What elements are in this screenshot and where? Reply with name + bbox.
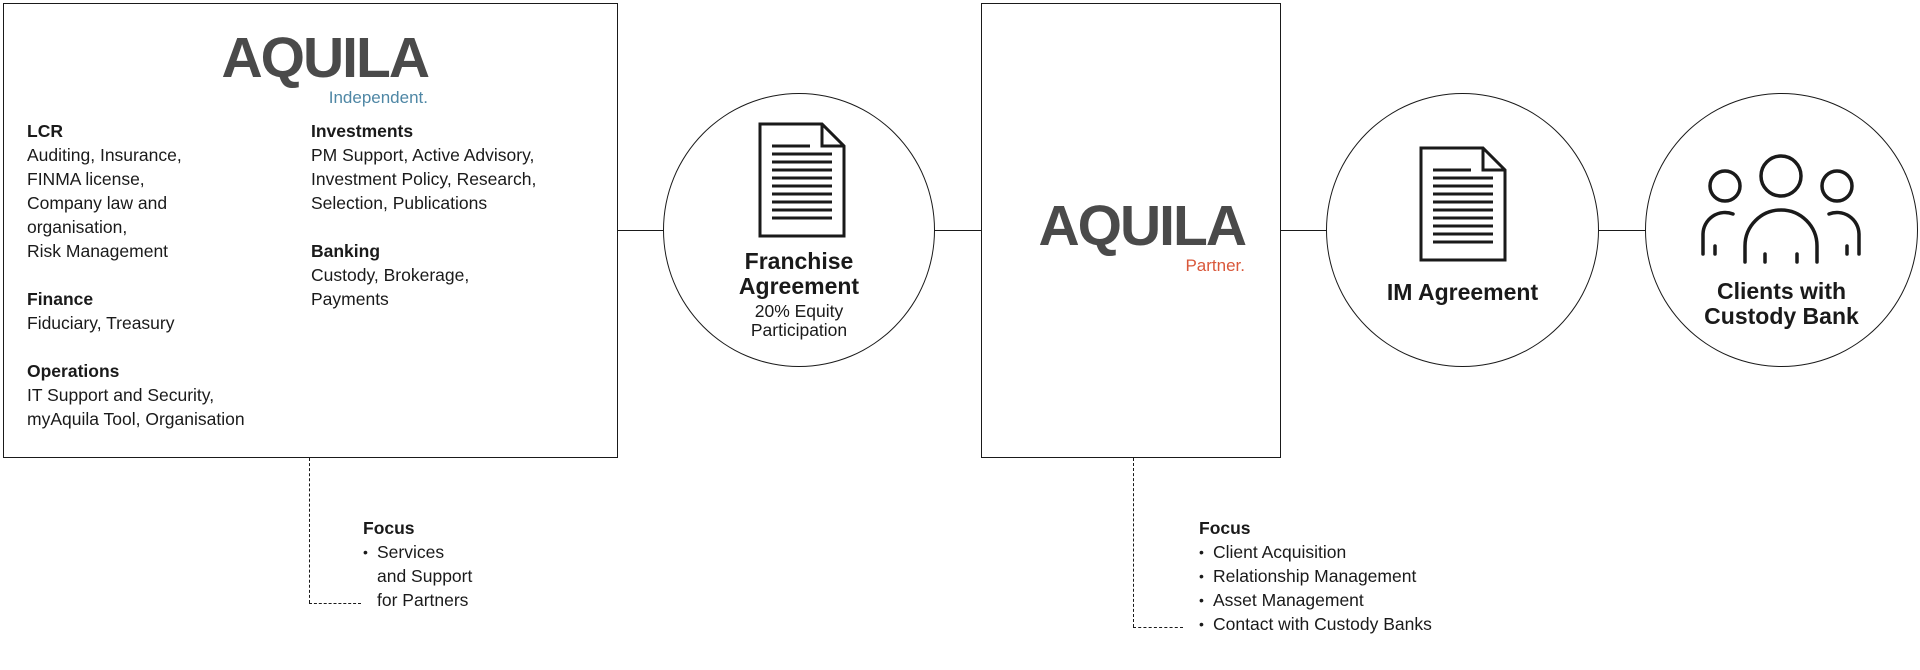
focus-title: Focus [1199, 518, 1251, 538]
aquila-partner-logo: AQUILA Partner. [1023, 194, 1247, 276]
section-body: IT Support and Security, myAquila Tool, … [27, 385, 245, 429]
logo-wordmark: AQUILA [221, 26, 430, 90]
section-lcr: LCR Auditing, Insurance, FINMA license, … [27, 119, 297, 263]
focus-item: Relationship Management [1199, 564, 1519, 588]
logo-tagline: Partner. [1185, 256, 1245, 275]
partner-focus: Focus Client Acquisition Relationship Ma… [1199, 516, 1519, 636]
section-banking: Banking Custody, Brokerage, Payments [311, 239, 611, 311]
focus-connector [309, 603, 361, 604]
connector-line [1281, 230, 1327, 231]
section-body: Custody, Brokerage, Payments [311, 265, 470, 309]
section-body: PM Support, Active Advisory, Investment … [311, 145, 537, 213]
focus-connector [309, 458, 310, 603]
focus-item: Services and Support for Partners [363, 540, 563, 612]
focus-connector [1133, 458, 1134, 627]
independent-focus: Focus Services and Support for Partners [363, 516, 563, 612]
franchise-label: Franchise Agreement 20% Equity Participa… [664, 249, 934, 340]
people-icon [1701, 154, 1861, 264]
section-operations: Operations IT Support and Security, myAq… [27, 359, 297, 431]
focus-item: Asset Management [1199, 588, 1519, 612]
franchise-agreement-circle: Franchise Agreement 20% Equity Participa… [663, 93, 935, 367]
connector-line [934, 230, 981, 231]
im-agreement-circle: IM Agreement [1326, 93, 1599, 367]
focus-connector [1133, 627, 1183, 628]
im-agreement-title: IM Agreement [1386, 279, 1539, 305]
connector-line [618, 230, 664, 231]
focus-title: Focus [363, 518, 415, 538]
im-agreement-label: IM Agreement [1327, 280, 1598, 305]
logo-wordmark: AQUILA [1038, 194, 1247, 258]
aquila-partner-box: AQUILA Partner. [981, 3, 1281, 458]
clients-circle: Clients with Custody Bank [1645, 93, 1918, 367]
section-title: Investments [311, 121, 414, 141]
section-body: Fiduciary, Treasury [27, 313, 175, 333]
aquila-independent-logo: AQUILA Independent. [202, 26, 430, 108]
document-icon [758, 122, 846, 238]
section-investments: Investments PM Support, Active Advisory,… [311, 119, 611, 215]
clients-title: Clients with Custody Bank [1704, 278, 1859, 329]
focus-item: Contact with Custody Banks [1199, 612, 1519, 636]
focus-item: Client Acquisition [1199, 540, 1519, 564]
logo-tagline: Independent. [328, 88, 428, 107]
focus-list: Services and Support for Partners [363, 540, 563, 612]
franchise-title: Franchise Agreement [738, 248, 860, 299]
connector-line [1598, 230, 1646, 231]
section-title: Finance [27, 289, 94, 309]
document-icon [1419, 146, 1507, 262]
section-finance: Finance Fiduciary, Treasury [27, 287, 297, 335]
focus-list: Client Acquisition Relationship Manageme… [1199, 540, 1519, 636]
section-body: Auditing, Insurance, FINMA license, Comp… [27, 145, 182, 261]
aquila-independent-box: AQUILA Independent. LCR Auditing, Insura… [3, 3, 618, 458]
section-title: Banking [311, 241, 381, 261]
section-title: LCR [27, 121, 63, 141]
section-title: Operations [27, 361, 120, 381]
franchise-subtitle: 20% Equity Participation [750, 301, 848, 340]
clients-label: Clients with Custody Bank [1646, 279, 1917, 329]
